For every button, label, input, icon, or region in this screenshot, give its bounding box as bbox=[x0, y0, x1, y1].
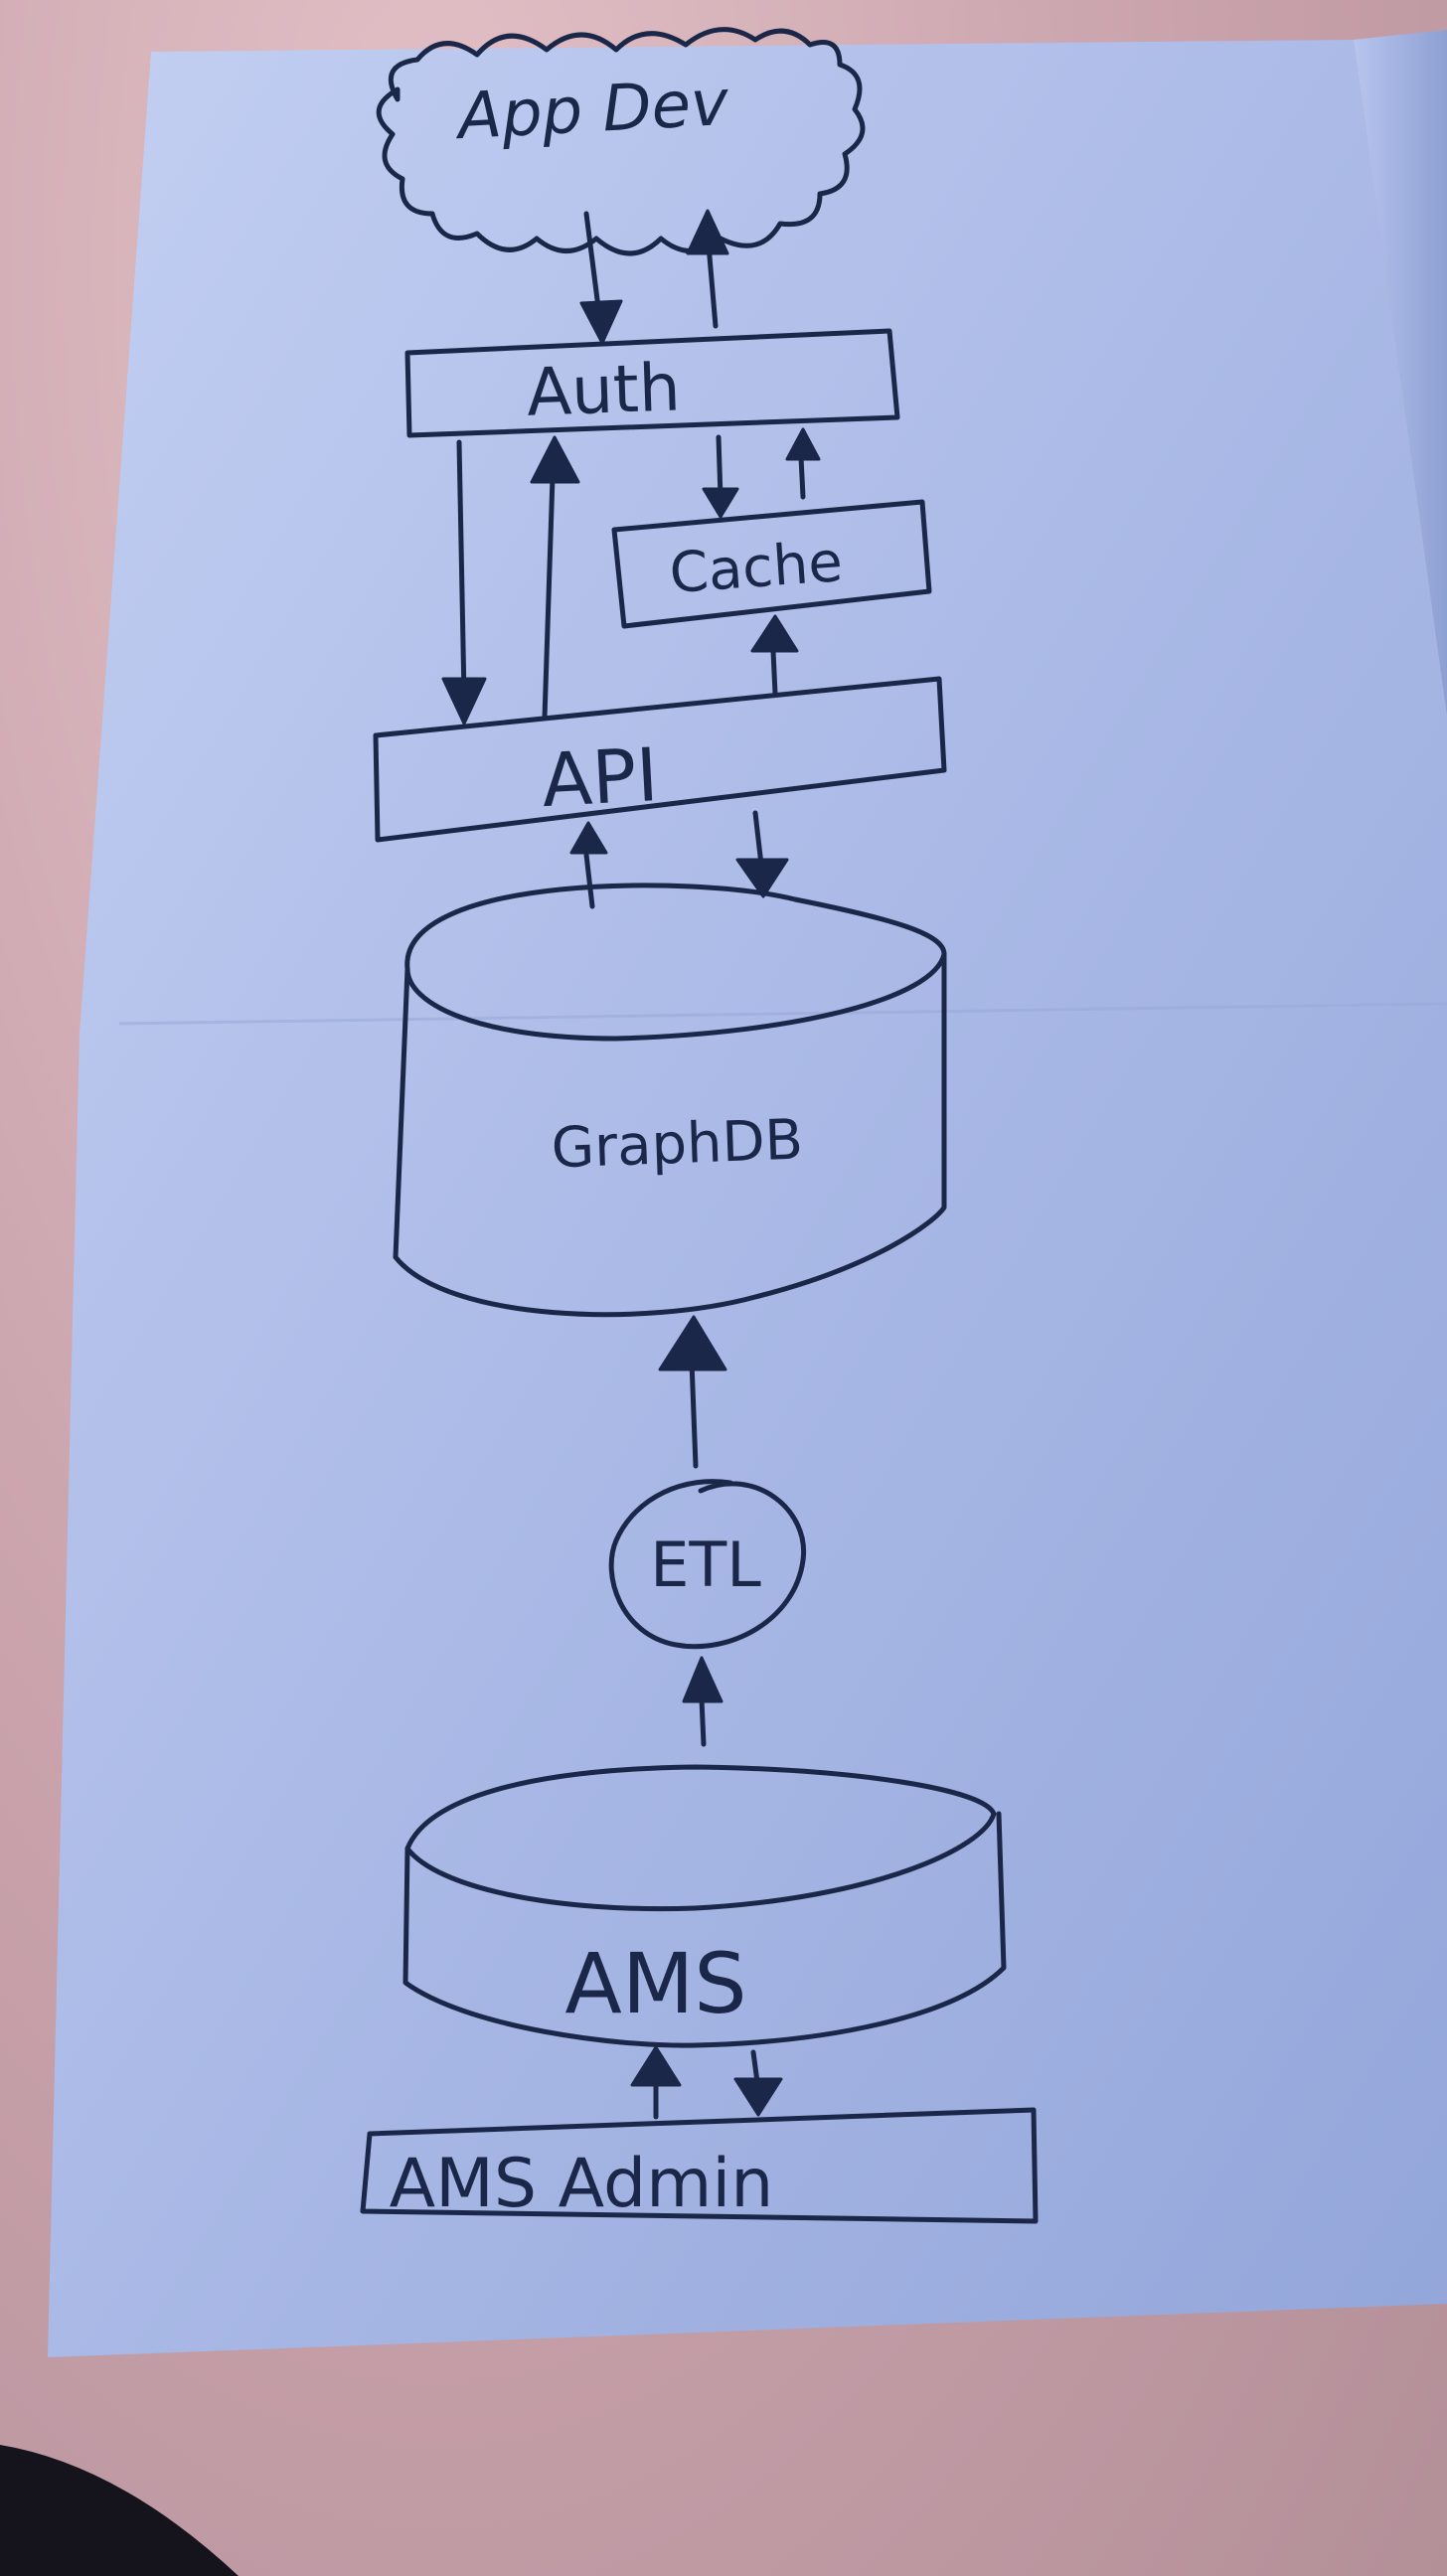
cache-box bbox=[611, 499, 932, 629]
arrowhead-ams-to-admin bbox=[733, 2077, 783, 2117]
paper-sheet bbox=[48, 40, 1447, 2357]
paper-fold-flap bbox=[1354, 30, 1447, 716]
etl-circle bbox=[608, 1479, 807, 1650]
arrowhead-auth-to-cache bbox=[702, 487, 739, 519]
arrowhead-auth-to-appdev bbox=[686, 209, 729, 255]
paper-fold-crease bbox=[118, 1002, 1447, 1026]
arrowhead-cache-to-auth bbox=[785, 427, 821, 461]
arrowhead-auth-to-api bbox=[441, 677, 487, 725]
ams-label: AMS bbox=[564, 1935, 746, 2032]
graphdb-label: GraphDB bbox=[551, 1108, 804, 1182]
arrow-graphdb-to-api bbox=[583, 852, 595, 909]
arrow-auth-to-cache bbox=[716, 434, 724, 500]
ams-cylinder-body bbox=[402, 1811, 1007, 2048]
arrow-api-to-auth bbox=[542, 474, 556, 721]
graphdb-cylinder-body bbox=[393, 951, 947, 1318]
arrowhead-admin-to-ams bbox=[630, 2045, 682, 2087]
api-box bbox=[373, 676, 947, 843]
ams-admin-label: AMS Admin bbox=[390, 2145, 774, 2223]
arrowhead-api-to-cache bbox=[750, 614, 799, 653]
ams-admin-box bbox=[360, 2107, 1039, 2224]
api-label: API bbox=[540, 732, 660, 824]
arrowhead-api-to-auth bbox=[530, 435, 580, 484]
arrow-api-to-graphdb bbox=[752, 810, 764, 868]
arrowhead-appdev-to-auth bbox=[579, 299, 623, 345]
app-dev-cloud-shape bbox=[376, 27, 866, 256]
arrowhead-ams-to-etl bbox=[682, 1656, 724, 1703]
auth-box bbox=[404, 328, 900, 438]
arrow-auth-to-api bbox=[456, 439, 467, 699]
arrow-ams-to-etl bbox=[699, 1696, 707, 1747]
auth-label: Auth bbox=[526, 349, 682, 430]
ams-cylinder-top bbox=[404, 1764, 997, 1912]
arrowhead-api-to-graphdb bbox=[735, 858, 789, 898]
arrowhead-graphdb-to-api bbox=[569, 821, 608, 855]
arrow-cache-to-auth bbox=[798, 454, 806, 500]
cache-label: Cache bbox=[668, 530, 845, 606]
app-dev-label: App Dev bbox=[452, 67, 731, 154]
arrow-etl-to-graphdb bbox=[689, 1359, 699, 1469]
arrowhead-etl-to-graphdb bbox=[658, 1315, 727, 1371]
dark-object-corner bbox=[0, 2445, 239, 2576]
arrow-ams-to-admin bbox=[750, 2049, 760, 2085]
etl-label: ETL bbox=[650, 1529, 761, 1601]
arrow-api-to-cache bbox=[770, 648, 778, 697]
